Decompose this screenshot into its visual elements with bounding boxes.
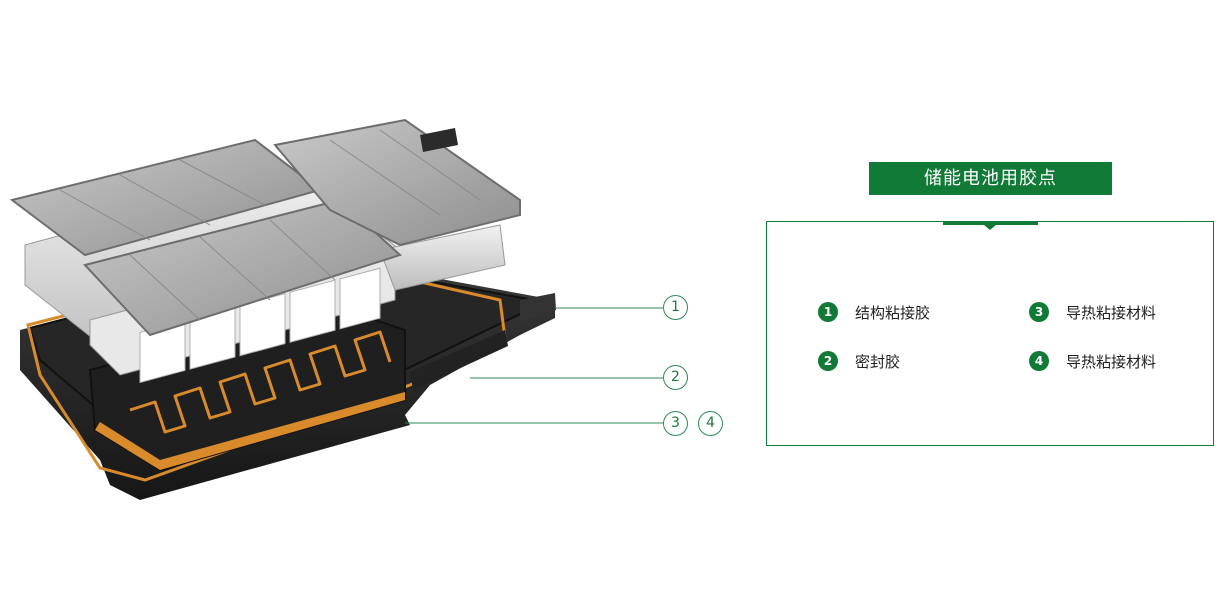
legend-item-2: 2 密封胶	[818, 350, 900, 372]
legend-panel: 1 结构粘接胶 2 密封胶 3 导热粘接材料 4 导热粘接材料	[766, 221, 1214, 446]
legend-number-1: 1	[818, 302, 838, 322]
leader-lines	[405, 307, 663, 424]
panel-notch-pointer	[984, 225, 996, 230]
legend-item-3: 3 导热粘接材料	[1029, 301, 1156, 323]
legend-label-2: 密封胶	[855, 352, 901, 371]
legend-number-3: 3	[1029, 302, 1049, 322]
legend-label-4: 导热粘接材料	[1066, 352, 1157, 371]
thermal-adhesive-serpentine	[129, 330, 392, 434]
battery-pack-exploded-illustration	[9, 118, 663, 500]
legend-item-4: 4 导热粘接材料	[1029, 350, 1156, 372]
legend-label-3: 导热粘接材料	[1066, 303, 1157, 322]
legend-label-1: 结构粘接胶	[855, 303, 931, 322]
callout-2: 2	[663, 365, 688, 390]
panel-notch	[943, 221, 1038, 225]
legend-number-4: 4	[1029, 351, 1049, 371]
callout-3: 3	[663, 411, 688, 436]
legend-number-2: 2	[818, 351, 838, 371]
panel-title: 储能电池用胶点	[869, 162, 1112, 195]
top-covers	[9, 118, 521, 337]
legend-item-1: 1 结构粘接胶	[818, 301, 930, 323]
callout-1: 1	[663, 295, 688, 320]
callout-4: 4	[698, 411, 723, 436]
